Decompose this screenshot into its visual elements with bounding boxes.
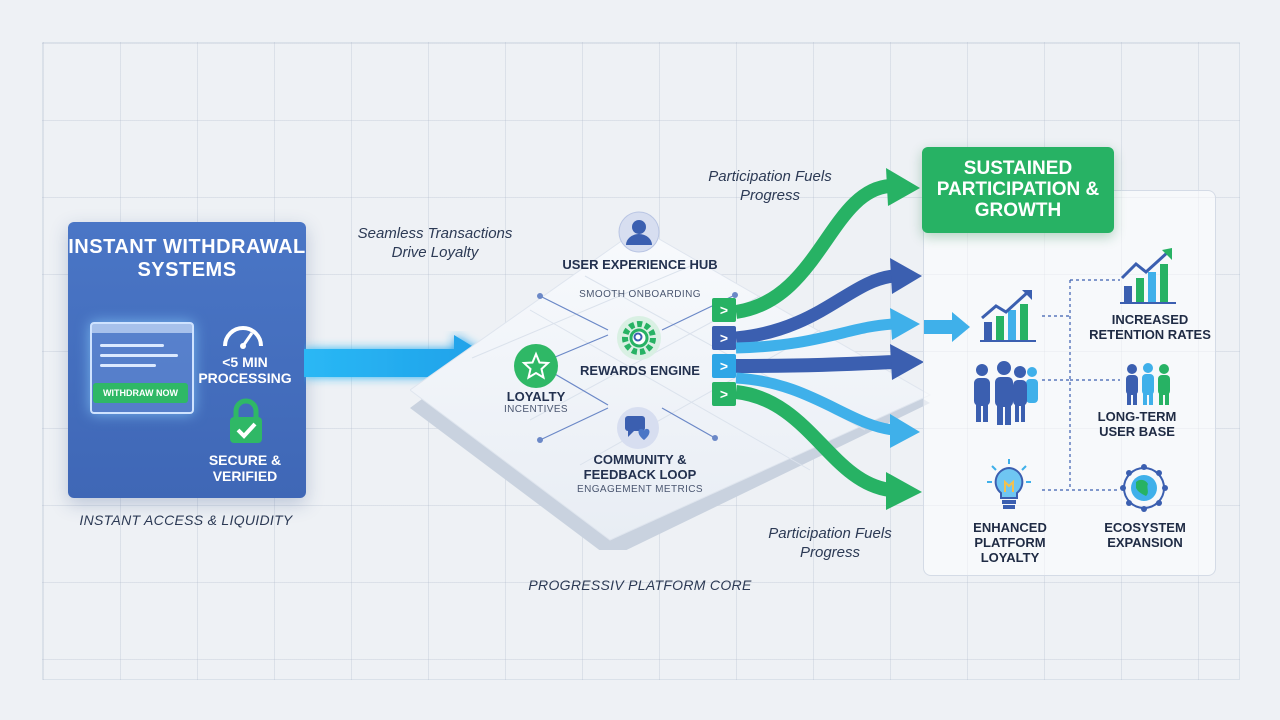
retention-label: INCREASED RETENTION RATES xyxy=(1089,312,1211,342)
growth-chart-icon xyxy=(980,290,1036,342)
loyalty-title: LOYALTY xyxy=(506,389,566,404)
secure-verified-label: SECURE & VERIFIED xyxy=(208,452,282,484)
chevron-right-icon: > xyxy=(712,382,736,406)
ecosystem-label: ECOSYSTEM EXPANSION xyxy=(1104,520,1186,550)
user-base-label: LONG-TERM USER BASE xyxy=(1097,409,1177,439)
instant-access-caption: INSTANT ACCESS & LIQUIDITY xyxy=(79,512,293,528)
participation-caption-top: Participation Fuels Progress xyxy=(705,167,835,205)
community-subtitle: ENGAGEMENT METRICS xyxy=(577,484,703,495)
star-badge-icon xyxy=(514,344,558,388)
withdraw-now-button[interactable]: WITHDRAW NOW xyxy=(93,383,188,403)
instant-withdrawal-panel: INSTANT WITHDRAWAL SYSTEMS WITHDRAW NOW … xyxy=(68,222,306,498)
rewards-gear-icon xyxy=(617,316,661,360)
speedometer-icon xyxy=(223,326,263,349)
seamless-text: Seamless Transactions Drive Loyalty xyxy=(357,225,513,261)
lightbulb-icon xyxy=(987,459,1031,509)
user-avatar-icon xyxy=(618,211,660,253)
sustained-growth-title: SUSTAINED PARTICIPATION & GROWTH xyxy=(936,158,1100,221)
community-title: COMMUNITY & FEEDBACK LOOP xyxy=(583,452,697,482)
light-blue-arrow-icon xyxy=(924,312,970,342)
retention-chart-icon xyxy=(1120,248,1176,304)
ecosystem-globe-icon xyxy=(1120,464,1168,512)
participation-caption-bottom: Participation Fuels Progress xyxy=(765,524,895,562)
connector-lines xyxy=(1042,279,1120,491)
chevron-right-icon: > xyxy=(712,354,736,378)
participation-text-top: Participation Fuels Progress xyxy=(708,168,832,204)
sustained-growth-title-box: SUSTAINED PARTICIPATION & GROWTH xyxy=(922,147,1114,233)
long-term-users-icon xyxy=(1126,363,1170,405)
participation-text-bottom: Participation Fuels Progress xyxy=(768,525,892,561)
processing-time-label: <5 MIN PROCESSING xyxy=(198,354,292,386)
chevron-column: > > > > xyxy=(712,298,736,408)
lock-check-icon xyxy=(230,398,262,443)
chat-heart-icon xyxy=(617,407,659,449)
chevron-right-icon: > xyxy=(712,298,736,322)
platform-loyalty-label: ENHANCED PLATFORM LOYALTY xyxy=(973,520,1047,565)
flow-ribbons xyxy=(734,168,924,510)
loyalty-subtitle: INCENTIVES xyxy=(503,404,568,415)
platform-core-caption: PROGRESSIV PLATFORM CORE xyxy=(528,577,752,593)
ux-hub-title: USER EXPERIENCE HUB xyxy=(562,257,718,272)
rewards-engine-label: REWARDS ENGINE xyxy=(580,363,700,378)
panel-title: INSTANT WITHDRAWAL SYSTEMS xyxy=(68,236,306,281)
users-group-icon xyxy=(974,361,1038,425)
seamless-caption: Seamless Transactions Drive Loyalty xyxy=(345,224,525,262)
chevron-right-icon: > xyxy=(712,326,736,350)
ux-hub-subtitle: SMOOTH ONBOARDING xyxy=(579,289,701,300)
